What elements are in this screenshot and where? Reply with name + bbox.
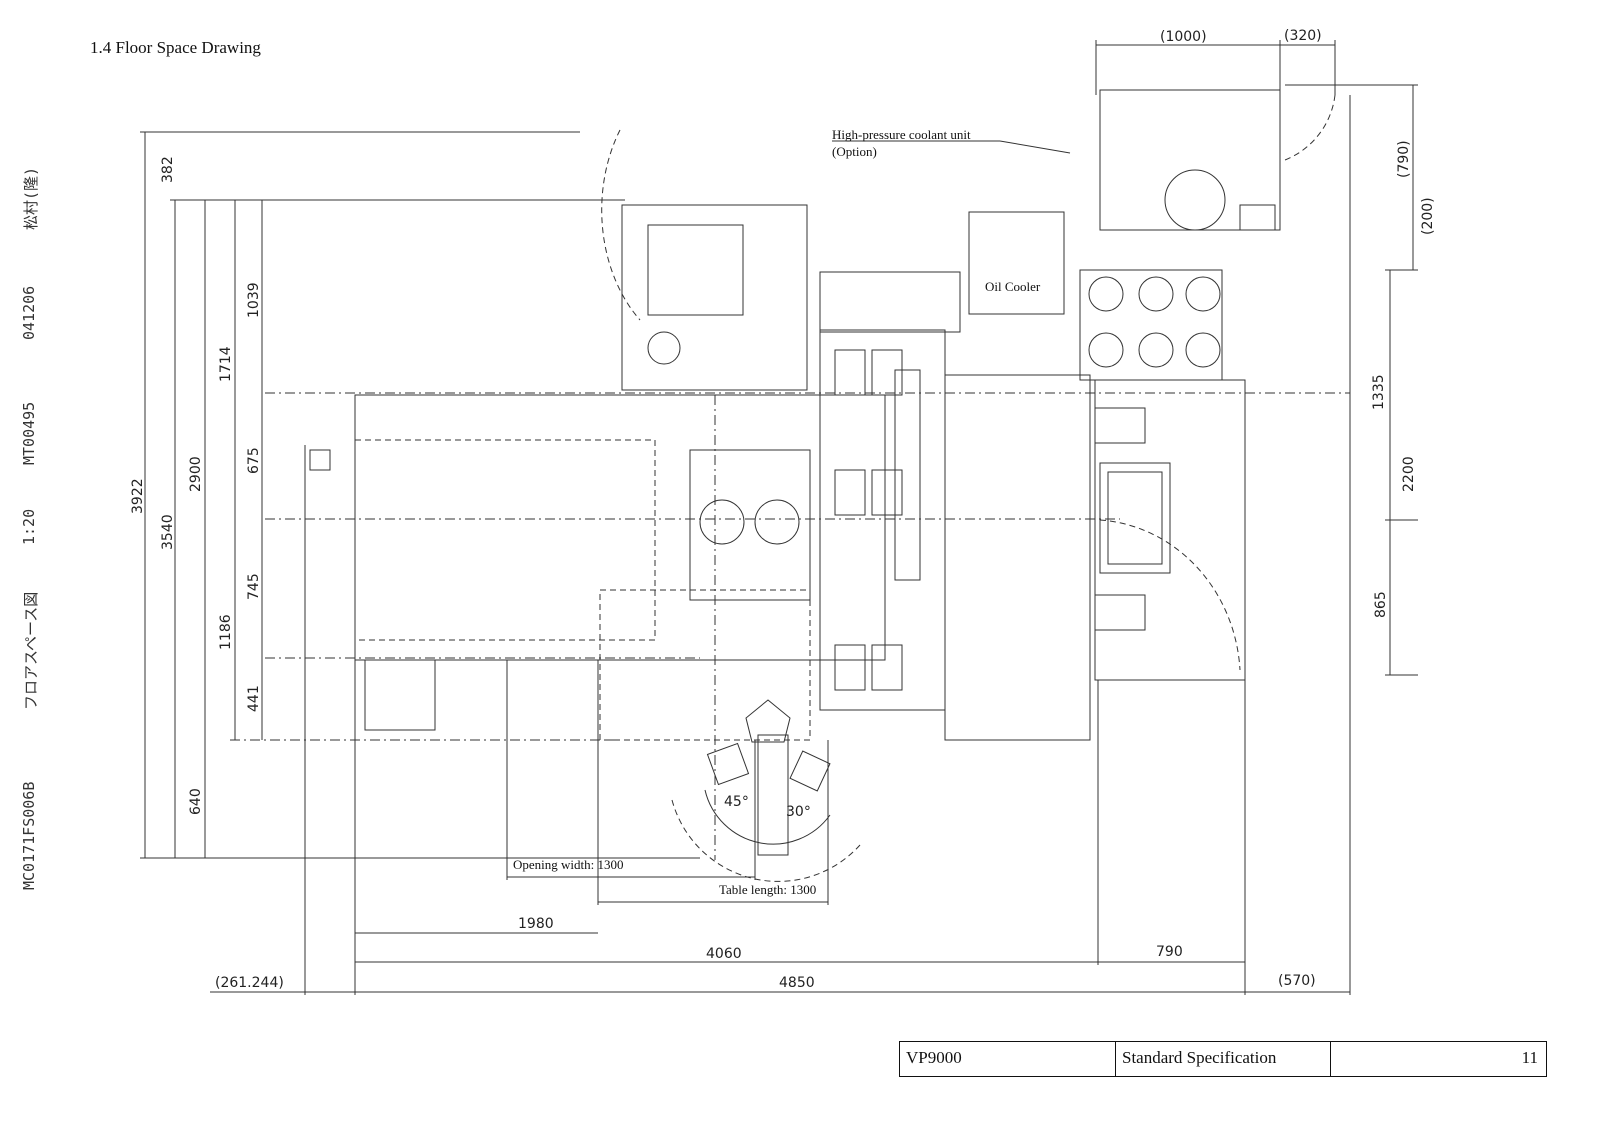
control-frame xyxy=(944,374,1091,741)
dim-1714: 1714 xyxy=(218,346,234,382)
table-length-label: Table length: 1300 xyxy=(719,882,816,897)
dim-382: 382 xyxy=(160,156,176,183)
dim-570: (570) xyxy=(1278,973,1316,989)
section-title: 1.4 Floor Space Drawing xyxy=(90,38,261,57)
dim-1186: 1186 xyxy=(218,614,234,650)
dim-1000: (1000) xyxy=(1160,29,1207,45)
machine-base-outline xyxy=(354,394,886,661)
spec-name: Standard Specification xyxy=(1116,1042,1331,1076)
dim-1335: 1335 xyxy=(1371,374,1387,410)
oil-cooler-label: Oil Cooler xyxy=(985,279,1041,294)
dim-261: (261.244) xyxy=(215,975,284,991)
dim-320: (320) xyxy=(1284,28,1322,44)
coolant-unit-outline xyxy=(1099,89,1281,231)
pump-unit xyxy=(1079,269,1223,381)
oil-cooler-box xyxy=(968,211,1065,315)
model-name: VP9000 xyxy=(900,1042,1116,1076)
dim-745: 745 xyxy=(246,573,262,600)
coolant-unit-label: High-pressure coolant unit xyxy=(832,127,971,142)
table-travel-outline xyxy=(354,439,656,641)
angle-30-label: 30° xyxy=(786,804,811,820)
dim-200: (200) xyxy=(1420,197,1436,235)
column-outline xyxy=(819,329,946,711)
hydraulic-unit xyxy=(819,271,961,333)
dim-790-vertical: (790) xyxy=(1396,140,1412,178)
dim-2200: 2200 xyxy=(1401,456,1417,492)
dim-4850: 4850 xyxy=(779,975,815,991)
left-foot xyxy=(364,659,436,731)
dim-1039: 1039 xyxy=(246,282,262,318)
coolant-option-label: (Option) xyxy=(832,144,877,159)
operator-panel xyxy=(1099,462,1171,574)
dim-2900: 2900 xyxy=(188,456,204,492)
dim-3922: 3922 xyxy=(130,478,146,514)
angle-45-label: 45° xyxy=(724,794,749,810)
dim-640: 640 xyxy=(188,788,204,815)
rotary-circle xyxy=(754,499,800,545)
dim-675: 675 xyxy=(246,447,262,474)
tool-magazine xyxy=(621,204,808,391)
left-block xyxy=(309,449,331,471)
spindle-head xyxy=(689,449,811,601)
dim-441: 441 xyxy=(246,685,262,712)
dim-3540: 3540 xyxy=(160,514,176,550)
opening-width-label: Opening width: 1300 xyxy=(513,857,624,872)
title-block: VP9000 Standard Specification 11 xyxy=(899,1041,1547,1077)
dim-865: 865 xyxy=(1373,591,1389,618)
dim-1980: 1980 xyxy=(518,916,554,932)
dim-790-horizontal: 790 xyxy=(1156,944,1183,960)
spindle-circle xyxy=(699,499,745,545)
dim-4060: 4060 xyxy=(706,946,742,962)
page-number: 11 xyxy=(1521,1048,1538,1067)
